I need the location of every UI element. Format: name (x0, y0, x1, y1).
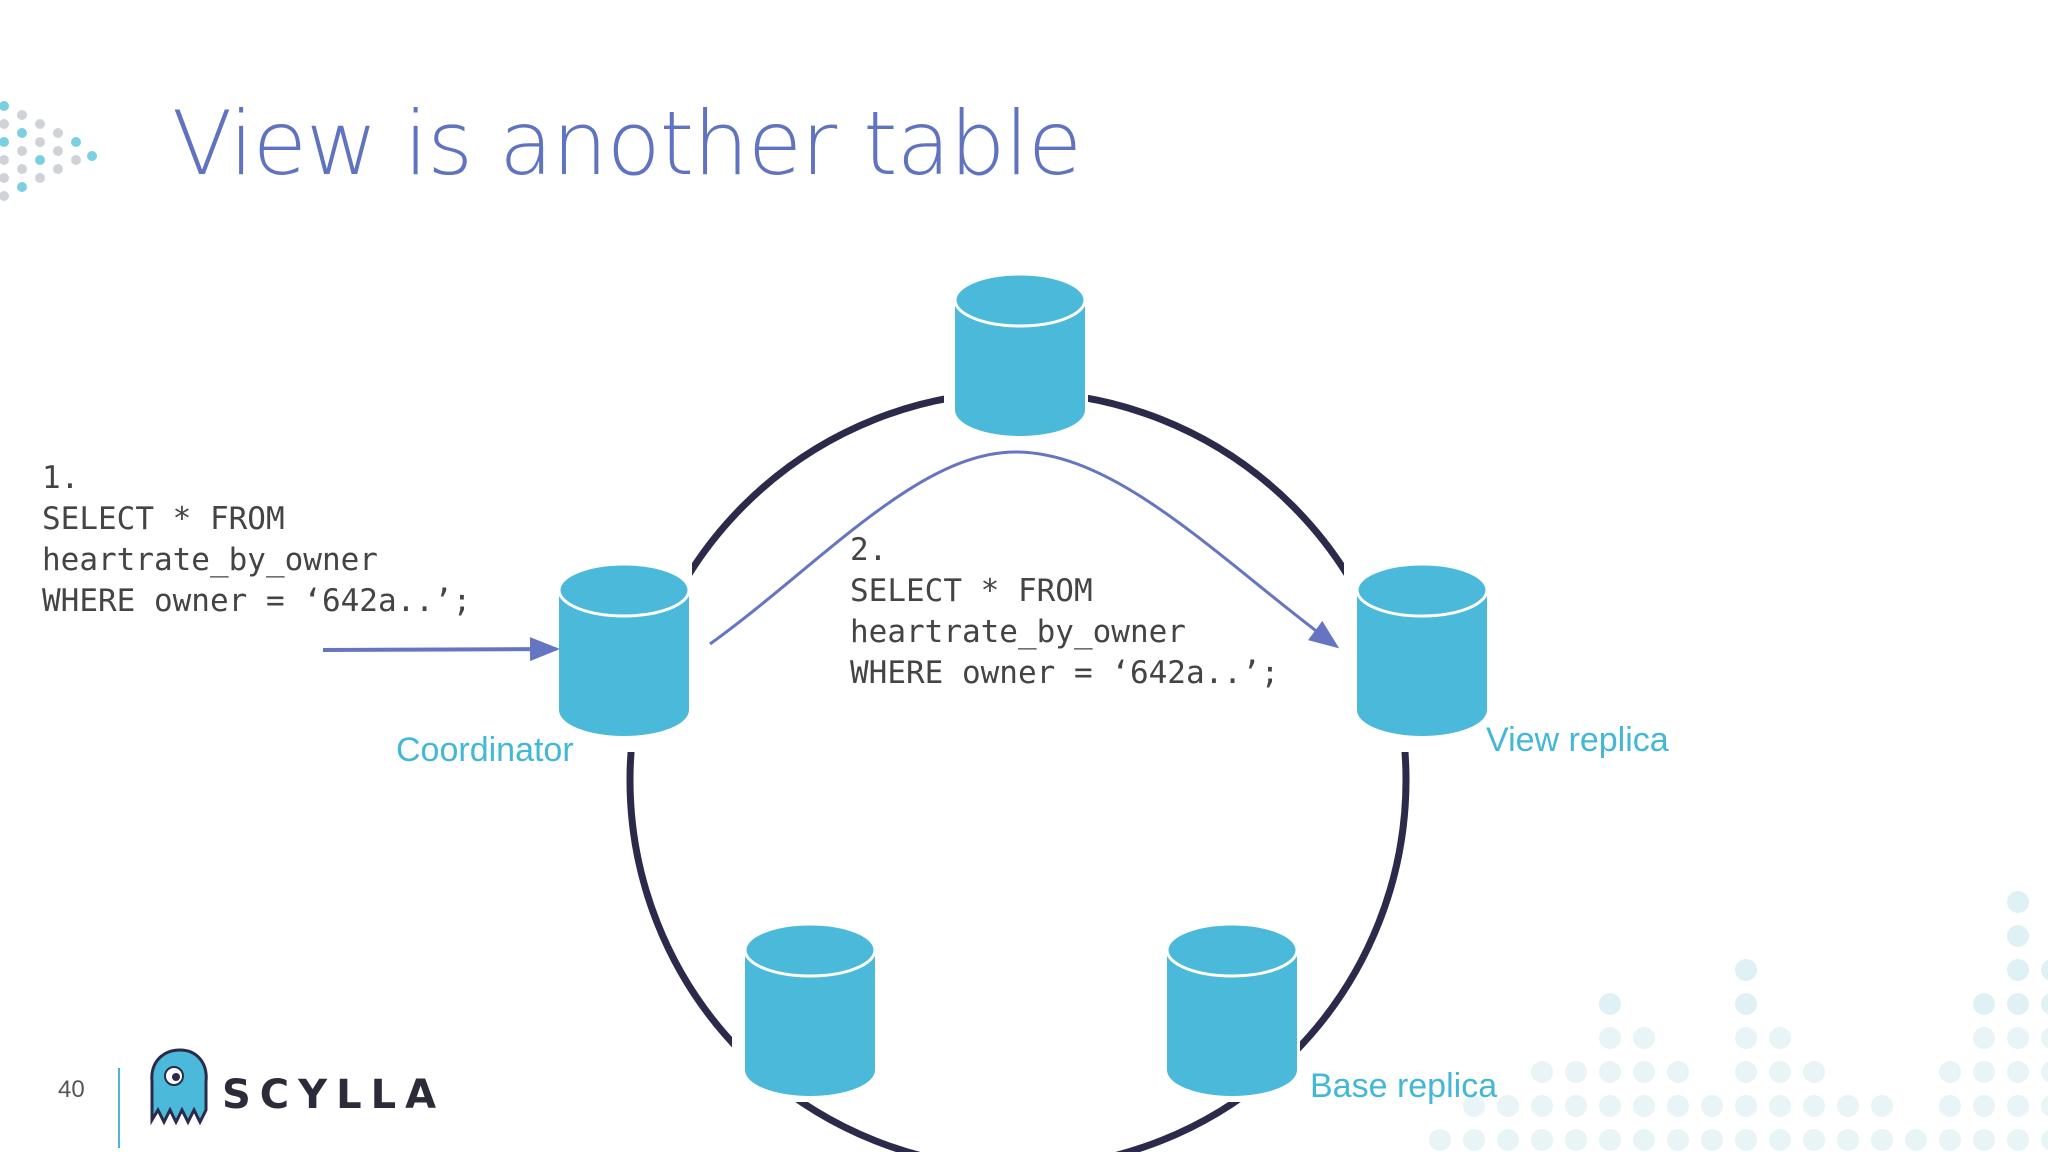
decor-dot (1939, 1061, 1961, 1083)
decor-dot (1429, 1129, 1451, 1151)
decor-dot (2041, 993, 2048, 1015)
decor-dot (1497, 1095, 1519, 1117)
decor-dot (1599, 1027, 1621, 1049)
decor-dot (1837, 1095, 1859, 1117)
page-title: View is another table (172, 92, 1082, 195)
decor-dot (2007, 959, 2029, 981)
query-2-line-3: WHERE owner = ‘642a..’; (850, 655, 1280, 691)
decor-dot (1735, 1095, 1757, 1117)
decor-dot (2007, 891, 2029, 913)
client-request-arrow (322, 637, 560, 662)
base-replica-label: Base replica (1310, 1067, 1498, 1105)
decor-dot (1735, 959, 1757, 981)
footer-divider (118, 1068, 120, 1148)
decor-dot (2007, 1027, 2029, 1049)
decor-dot (1701, 1129, 1723, 1151)
forward-request-arrow (709, 450, 1340, 649)
decor-dot (1565, 1061, 1587, 1083)
decor-dot (1599, 1061, 1621, 1083)
decor-dot (1667, 1095, 1689, 1117)
node-view-replica (1344, 552, 1489, 752)
node-bottom-left (732, 912, 877, 1102)
query-2-number: 2. (850, 532, 888, 568)
decor-dot (1463, 1095, 1485, 1117)
decor-dot (2041, 959, 2048, 981)
decor-dot (1803, 1061, 1825, 1083)
decor-dot (1565, 1129, 1587, 1151)
decor-dot (1973, 1095, 1995, 1117)
query-2-line-2: heartrate_by_owner (850, 614, 1186, 650)
node-coordinator (548, 552, 692, 752)
decor-dot (2041, 1095, 2048, 1117)
slide-number: 40 (58, 1076, 85, 1103)
decor-dot (1565, 1095, 1587, 1117)
query-1-line-3: WHERE owner = ‘642a..’; (42, 583, 472, 619)
decor-dot (1633, 1095, 1655, 1117)
decor-dot (1463, 1129, 1485, 1151)
decor-dot (1667, 1129, 1689, 1151)
decor-dot (1633, 1061, 1655, 1083)
decor-dot (1599, 1095, 1621, 1117)
decor-dot (1701, 1095, 1723, 1117)
decor-dot (1905, 1129, 1927, 1151)
view-replica-label: View replica (1486, 721, 1669, 759)
decor-dot (1837, 1129, 1859, 1151)
query-1-line-2: heartrate_by_owner (42, 542, 378, 578)
decor-dot (1531, 1061, 1553, 1083)
decor-dot (1735, 1129, 1757, 1151)
decor-dot (1735, 993, 1757, 1015)
decor-dot (1531, 1129, 1553, 1151)
decor-dot (1633, 1027, 1655, 1049)
decor-dot (2007, 1061, 2029, 1083)
decor-dot (2041, 1129, 2048, 1151)
decor-dot (1973, 1129, 1995, 1151)
decor-dot (1803, 1129, 1825, 1151)
coordinator-label: Coordinator (396, 731, 574, 769)
decor-dot (2041, 1027, 2048, 1049)
decor-dot (1939, 1129, 1961, 1151)
decor-dot (2007, 925, 2029, 947)
decor-dot (1633, 1129, 1655, 1151)
decor-dot (1939, 1095, 1961, 1117)
decor-dot (1531, 1095, 1553, 1117)
decor-dot (1973, 1027, 1995, 1049)
decor-dot (1871, 1095, 1893, 1117)
query-2-line-1: SELECT * FROM (850, 573, 1093, 609)
decor-dot (2007, 993, 2029, 1015)
decor-dot (2007, 1129, 2029, 1151)
decor-dot (1803, 1095, 1825, 1117)
decor-dot (2041, 1061, 2048, 1083)
brand-logo-text: SCYLLA (222, 1072, 446, 1118)
decor-dot (1769, 1061, 1791, 1083)
decor-dot (1973, 993, 1995, 1015)
decor-dot (1973, 1061, 1995, 1083)
decor-dot (1769, 1095, 1791, 1117)
decor-dots-bottom-right (1429, 891, 2048, 1151)
query-1-line-1: SELECT * FROM (42, 501, 285, 537)
decor-dot (1735, 1061, 1757, 1083)
decor-dot (1769, 1129, 1791, 1151)
decor-dot (1497, 1129, 1519, 1151)
decor-dot (1735, 1027, 1757, 1049)
decor-dot (1599, 993, 1621, 1015)
node-base-replica (1156, 912, 1300, 1102)
node-top (944, 262, 1088, 444)
query-1-number: 1. (42, 460, 80, 496)
scylla-mascot-icon (150, 1048, 208, 1126)
decor-dot (1667, 1061, 1689, 1083)
decor-dot (1769, 1027, 1791, 1049)
decor-dot (1599, 1129, 1621, 1151)
decor-dots-top-left (0, 101, 97, 201)
decor-dot (2007, 1095, 2029, 1117)
decor-dot (1871, 1129, 1893, 1151)
